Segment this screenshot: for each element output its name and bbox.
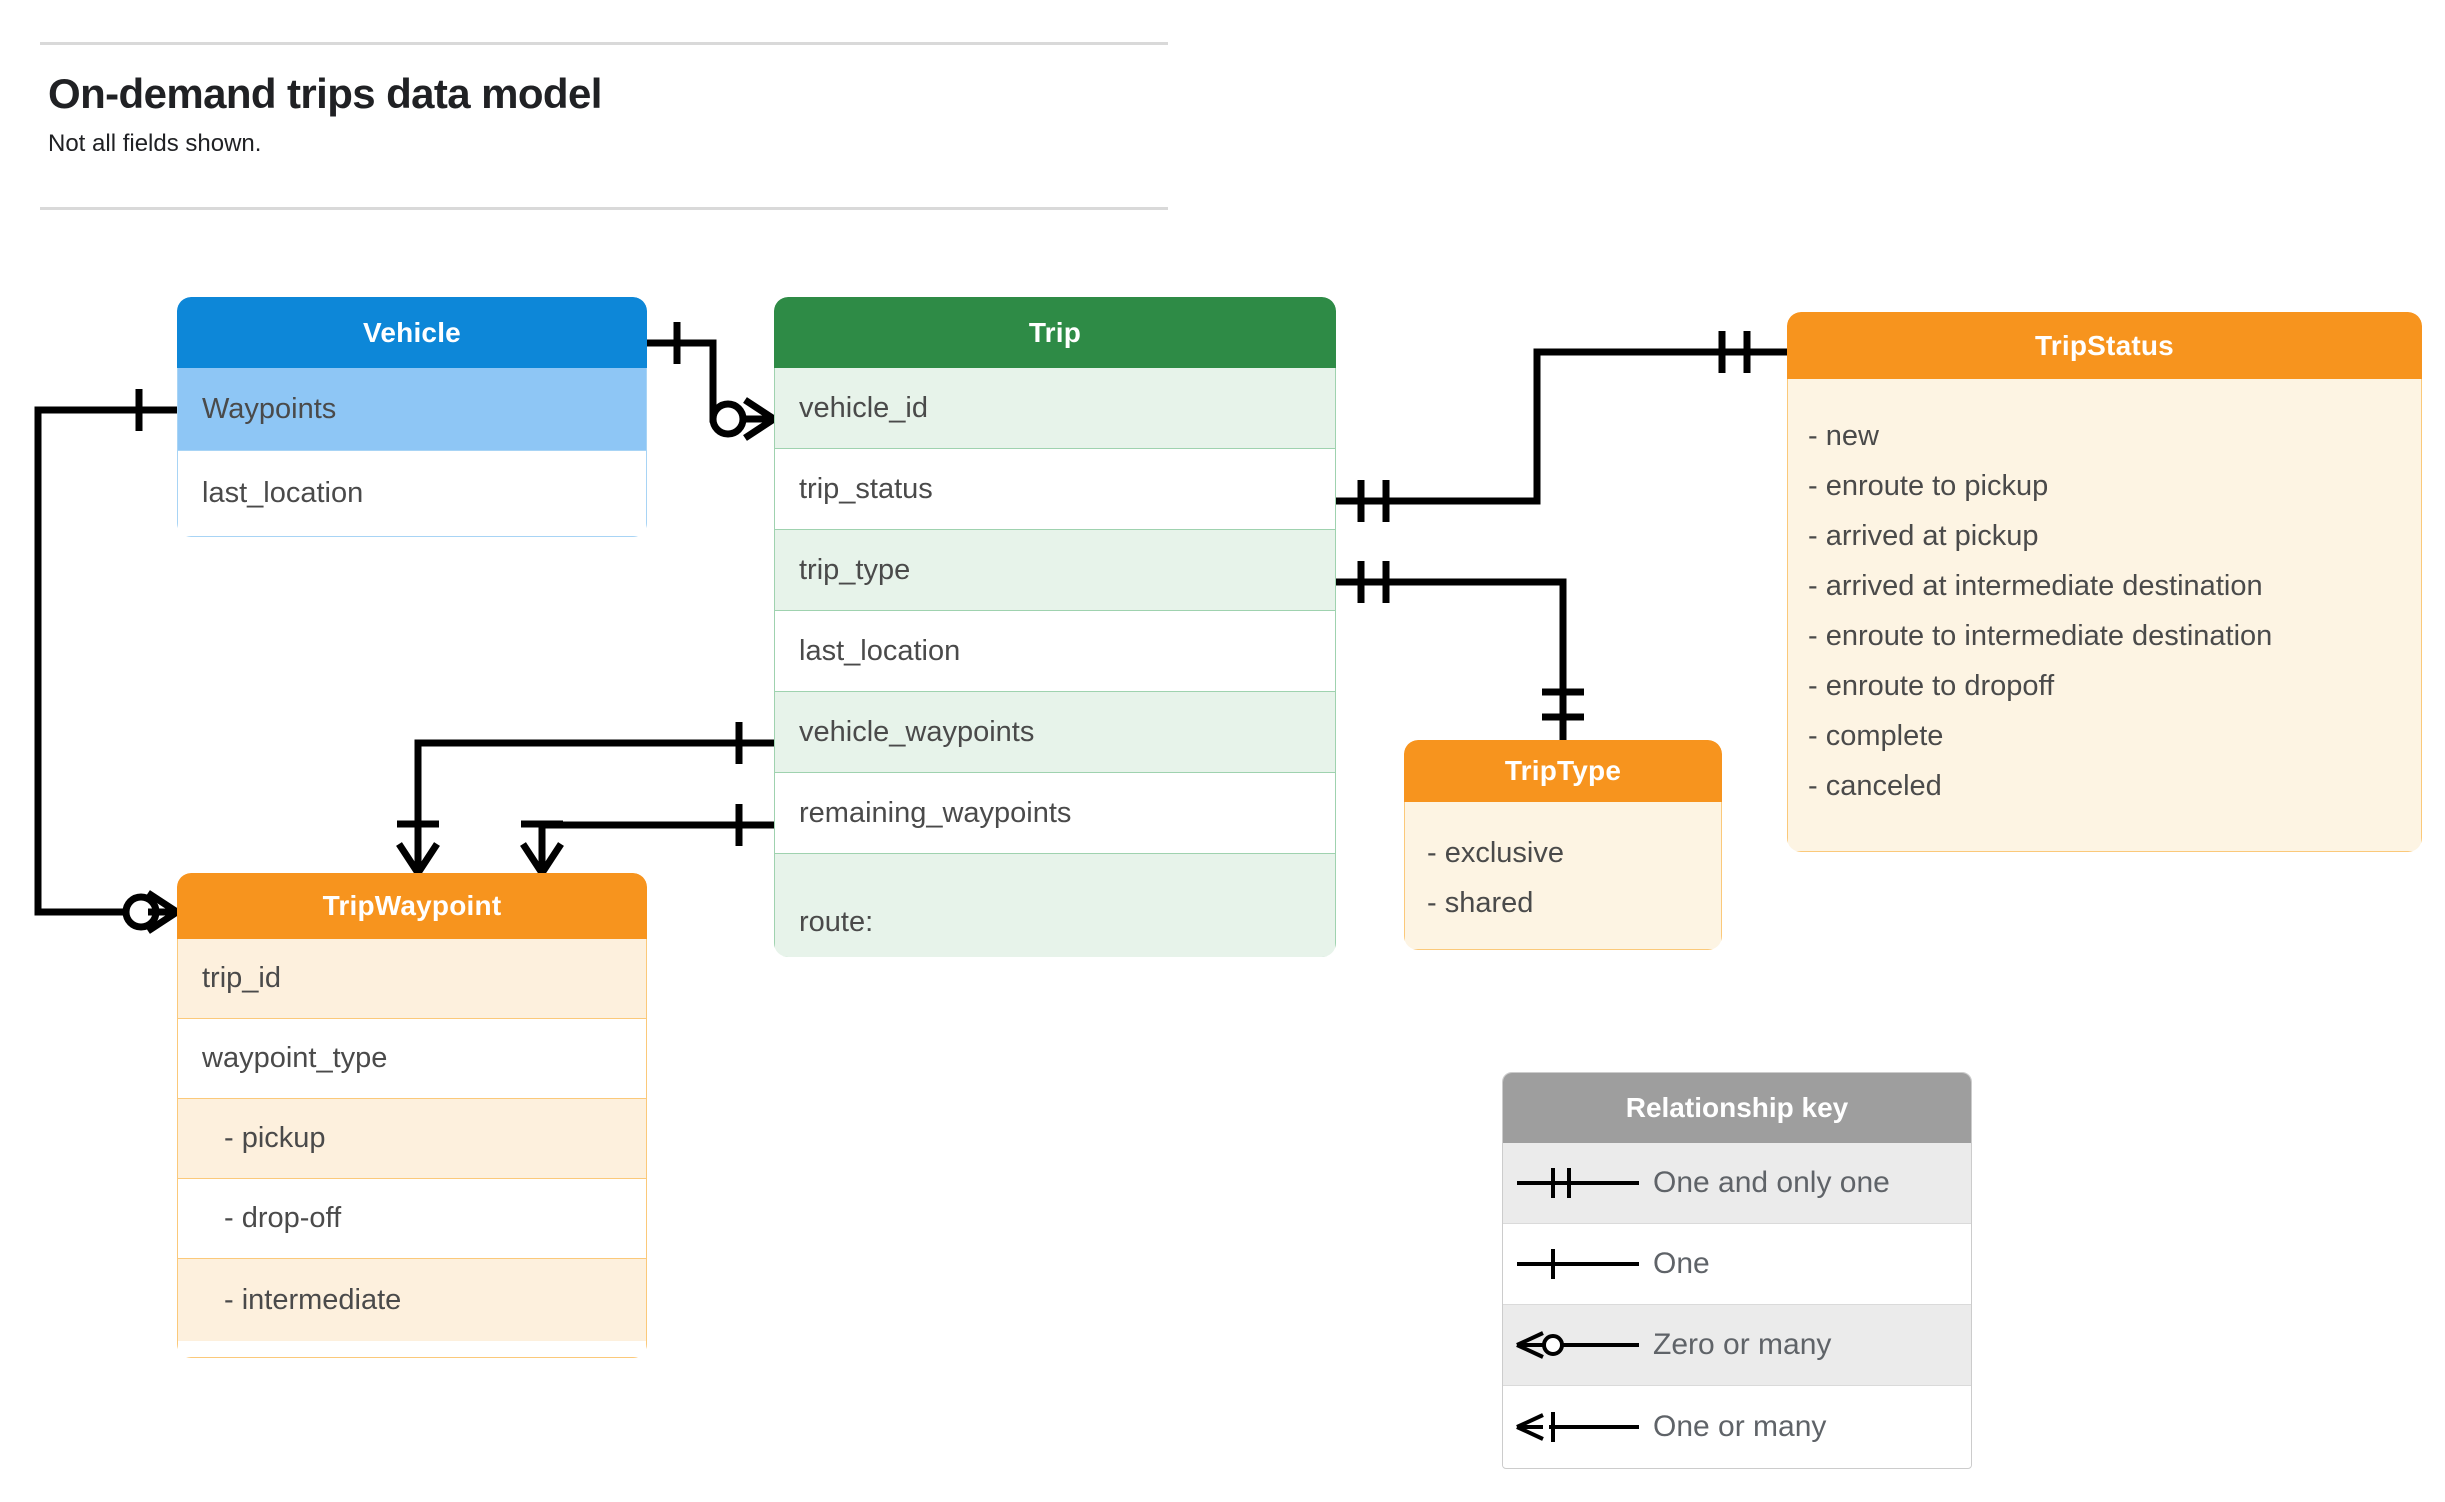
enum-value: - complete <box>1808 720 1944 752</box>
entity-trip[interactable]: Trip vehicle_id trip_status trip_type la… <box>774 297 1336 957</box>
field-row: - pickup <box>178 1099 646 1179</box>
entity-trip-waypoint-title: TripWaypoint <box>177 873 647 939</box>
page-subtitle: Not all fields shown. <box>48 130 262 157</box>
connector-remaining-waypoints-to-tripwaypoint <box>520 804 774 875</box>
enum-value: - enroute to intermediate destination <box>1808 620 2273 652</box>
field-row: - drop-off <box>178 1179 646 1259</box>
relationship-key-row: One and only one <box>1503 1143 1971 1224</box>
entity-vehicle-title: Vehicle <box>177 297 647 368</box>
route-description: read-only route to next stop <box>799 946 1335 957</box>
field-row: vehicle_waypoints <box>775 692 1335 773</box>
header-divider-top <box>40 42 1168 45</box>
relationship-key-row: Zero or many <box>1503 1305 1971 1386</box>
connector-vehicle-waypoints-field-to-tripwaypoint <box>396 722 774 875</box>
field-row-route: route: read-only route to next stop <box>775 854 1335 957</box>
enum-value: - canceled <box>1808 770 1942 802</box>
zero-or-many-icon <box>1503 1325 1653 1365</box>
field-row: Waypoints <box>178 368 646 451</box>
one-and-only-one-icon <box>1503 1163 1653 1203</box>
enum-value: - enroute to dropoff <box>1808 670 2055 702</box>
one-or-many-icon <box>1503 1407 1653 1447</box>
one-icon <box>1503 1244 1653 1284</box>
field-row: waypoint_type <box>178 1019 646 1099</box>
enum-value: - new <box>1808 420 1879 452</box>
entity-trip-type-title: TripType <box>1404 740 1722 802</box>
entity-trip-type-values: - exclusive - shared <box>1404 802 1722 950</box>
field-row: remaining_waypoints <box>775 773 1335 854</box>
relationship-key-label: One <box>1653 1247 1710 1280</box>
field-row: - intermediate <box>178 1259 646 1341</box>
entity-trip-waypoint-fields: trip_id waypoint_type - pickup - drop-of… <box>177 939 647 1358</box>
connector-trip-status-to-tripstatus <box>1336 331 1787 522</box>
route-label: route: <box>799 906 874 938</box>
field-row: last_location <box>178 451 646 535</box>
field-row: trip_status <box>775 449 1335 530</box>
entity-vehicle[interactable]: Vehicle Waypoints last_location <box>177 297 647 537</box>
relationship-key-row: One or many <box>1503 1386 1971 1467</box>
enum-value: - shared <box>1427 887 1534 919</box>
enum-value: - exclusive <box>1427 837 1564 869</box>
entity-vehicle-fields: Waypoints last_location <box>177 368 647 537</box>
entity-trip-fields: vehicle_id trip_status trip_type last_lo… <box>774 368 1336 957</box>
relationship-key-row: One <box>1503 1224 1971 1305</box>
entity-trip-status[interactable]: TripStatus - new - enroute to pickup - a… <box>1787 312 2422 852</box>
entity-trip-status-values: - new - enroute to pickup - arrived at p… <box>1787 379 2422 852</box>
enum-value: - arrived at pickup <box>1808 520 2039 552</box>
entity-trip-title: Trip <box>774 297 1336 368</box>
page-title: On-demand trips data model <box>48 70 602 117</box>
field-row: trip_type <box>775 530 1335 611</box>
enum-value: - arrived at intermediate destination <box>1808 570 2263 602</box>
connector-vehicle-to-trip <box>647 322 776 441</box>
enum-value: - enroute to pickup <box>1808 470 2049 502</box>
relationship-key-label: One or many <box>1653 1409 1827 1443</box>
field-row: trip_id <box>178 939 646 1019</box>
connector-vehicle-waypoints-to-tripwaypoint <box>34 389 179 934</box>
relationship-key-title: Relationship key <box>1503 1073 1971 1143</box>
relationship-key-label: Zero or many <box>1653 1328 1832 1361</box>
entity-trip-waypoint[interactable]: TripWaypoint trip_id waypoint_type - pic… <box>177 873 647 1358</box>
relationship-key-label: One and only one <box>1653 1166 1890 1199</box>
connector-trip-type-to-triptype <box>1336 561 1584 740</box>
header-divider-bottom <box>40 207 1168 210</box>
entity-trip-status-title: TripStatus <box>1787 312 2422 379</box>
entity-trip-type[interactable]: TripType - exclusive - shared <box>1404 740 1722 950</box>
field-row: last_location <box>775 611 1335 692</box>
field-row: vehicle_id <box>775 368 1335 449</box>
relationship-key-panel[interactable]: Relationship key One and only one One <box>1502 1072 1972 1469</box>
